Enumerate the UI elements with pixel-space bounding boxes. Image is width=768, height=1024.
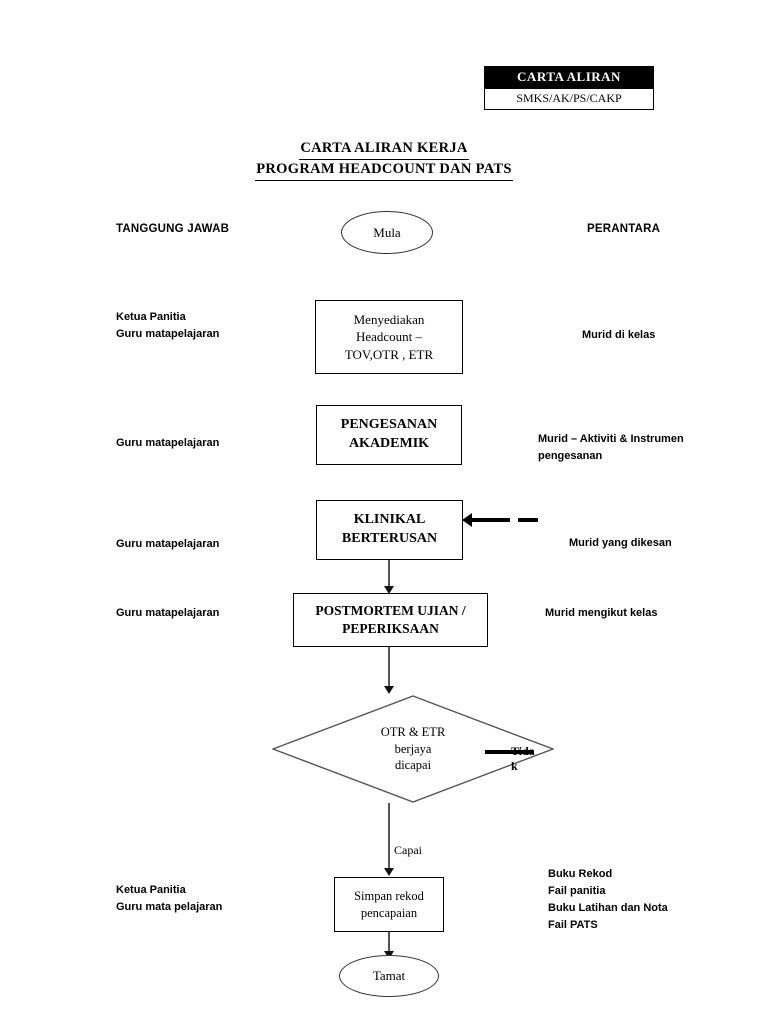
branch-yes-label: Capai [394,843,422,857]
page-title-line-2: PROGRAM HEADCOUNT DAN PATS [255,160,513,181]
intermediary-row-1: Murid di kelas [582,329,656,341]
column-header-intermediary: PERANTARA [587,223,661,235]
document-stamp-box: CARTA ALIRAN SMKS/AK/PS/CAKP [484,66,654,111]
flow-node-postmortem-label: POSTMORTEM UJIAN / PEPERIKSAAN [315,602,466,636]
connector-klinikal-to-postmortem-arrowhead-icon [384,586,394,594]
flow-node-decision[interactable]: OTR & ETR berjaya dicapai [272,695,554,803]
flow-node-pengesanan-akademik[interactable]: PENGESANAN AKADEMIK [316,405,462,465]
responsibility-row-1: Ketua Panitia Guru matapelajaran [116,311,220,340]
feedback-dash-segment-1 [472,518,510,522]
feedback-dashed-arrow-icon [462,512,538,528]
connector-postmortem-to-decision [388,647,390,689]
connector-simpan-to-end [388,932,390,954]
connector-klinikal-to-postmortem [388,560,390,589]
flow-node-klinikal-berterusan-label: KLINIKAL BERTERUSAN [341,512,438,546]
flow-node-simpan-rekod-label: Simpan rekod pencapaian [354,888,424,920]
intermediary-row-2: Murid – Aktiviti & Instrumen pengesanan [538,433,684,462]
flow-node-menyediakan-headcount-label: Menyediakan Headcount – TOV,OTR , ETR [344,311,434,362]
flow-node-end[interactable]: Tamat [339,955,439,997]
flow-node-start[interactable]: Mula [341,211,433,254]
flow-node-postmortem[interactable]: POSTMORTEM UJIAN / PEPERIKSAAN [293,593,488,647]
flow-node-start-label: Mula [373,224,401,240]
feedback-dash-segment-2 [518,518,538,522]
flow-node-pengesanan-akademik-label: PENGESANAN AKADEMIK [340,417,438,451]
branch-no-connector [485,750,533,754]
branch-no-label: Tida k [511,744,535,773]
connector-decision-to-simpan-arrowhead-icon [384,868,394,876]
responsibility-row-3: Guru matapelajaran [116,538,220,550]
page-title: CARTA ALIRAN KERJA PROGRAM HEADCOUNT DAN… [0,139,768,181]
decision-diamond-shape [272,695,554,803]
flow-node-klinikal-berterusan[interactable]: KLINIKAL BERTERUSAN [316,500,463,560]
responsibility-row-4: Guru matapelajaran [116,607,220,619]
feedback-arrowhead-icon [462,513,472,527]
intermediary-row-4: Murid mengikut kelas [545,607,658,619]
stamp-document-code: SMKS/AK/PS/CAKP [485,88,653,110]
responsibility-row-2: Guru matapelajaran [116,437,220,449]
page-title-line-1: CARTA ALIRAN KERJA [299,139,469,160]
flow-node-simpan-rekod[interactable]: Simpan rekod pencapaian [334,877,444,932]
stamp-title: CARTA ALIRAN [485,67,653,89]
column-header-responsibility: TANGGUNG JAWAB [116,223,230,235]
flow-node-decision-label: OTR & ETR berjaya dicapai [380,724,446,773]
intermediary-row-3: Murid yang dikesan [569,537,672,549]
connector-postmortem-to-decision-arrowhead-icon [384,686,394,694]
flow-node-menyediakan-headcount[interactable]: Menyediakan Headcount – TOV,OTR , ETR [315,300,463,374]
connector-decision-to-simpan [388,803,390,871]
intermediary-row-5: Buku Rekod Fail panitia Buku Latihan dan… [548,868,668,931]
flow-node-end-label: Tamat [372,968,406,984]
responsibility-row-5: Ketua Panitia Guru mata pelajaran [116,884,223,913]
